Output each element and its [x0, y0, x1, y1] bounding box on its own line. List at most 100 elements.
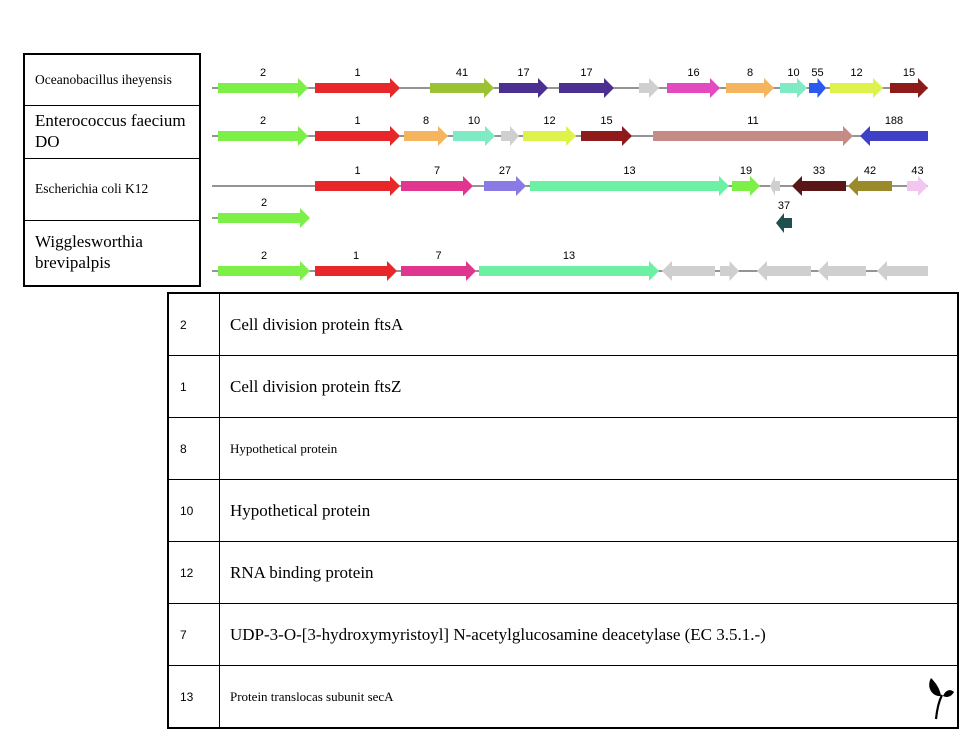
gene-arrow [667, 78, 720, 98]
gene-arrow [218, 126, 308, 146]
gene-arrow [315, 126, 400, 146]
organism-table: Oceanobacillus iheyensis Enterococcus fa… [23, 53, 201, 287]
gene-label: 12 [543, 115, 555, 127]
gene-arrow [653, 126, 853, 146]
sprout-icon [929, 678, 954, 720]
gene-label: 17 [580, 67, 592, 79]
gene-label: 16 [687, 67, 699, 79]
gene-description: Protein translocas subunit secA [219, 665, 959, 729]
organism-label: Escherichia coli K12 [23, 157, 201, 221]
gene-arrow [776, 213, 792, 233]
gene-description: Cell division protein ftsA [219, 292, 959, 356]
gene-number: 7 [167, 603, 220, 666]
gene-label: 2 [261, 250, 267, 262]
gene-arrow [453, 126, 495, 146]
gene-label: 27 [499, 165, 511, 177]
gene-label: 55 [811, 67, 823, 79]
gene-arrow [720, 261, 739, 281]
gene-arrow [401, 261, 476, 281]
gene-arrow [860, 126, 928, 146]
gene-arrow [315, 176, 400, 196]
gene-arrow [639, 78, 659, 98]
gene-arrow [315, 261, 397, 281]
gene-arrow [484, 176, 526, 196]
gene-arrow [770, 176, 780, 196]
gene-arrow [530, 176, 729, 196]
gene-description: Cell division protein ftsZ [219, 355, 959, 418]
gene-number: 12 [167, 541, 220, 604]
gene-number: 8 [167, 417, 220, 480]
gene-label: 13 [623, 165, 635, 177]
gene-arrow [830, 78, 883, 98]
gene-arrow [792, 176, 846, 196]
gene-label: 2 [260, 115, 266, 127]
gene-label: 17 [517, 67, 529, 79]
gene-description: Hypothetical protein [219, 479, 959, 542]
organism-label: Enterococcus faecium DO [23, 104, 201, 159]
gene-arrow [907, 176, 928, 196]
gene-label: 13 [563, 250, 575, 262]
gene-label: 15 [600, 115, 612, 127]
gene-number: 10 [167, 479, 220, 542]
gene-label: 7 [435, 250, 441, 262]
gene-arrow [581, 126, 632, 146]
gene-number: 2 [167, 292, 220, 356]
gene-arrow [809, 78, 826, 98]
gene-arrow [732, 176, 760, 196]
gene-label: 188 [885, 115, 903, 127]
gene-label: 10 [787, 67, 799, 79]
gene-number: 13 [167, 665, 220, 729]
gene-label: 43 [911, 165, 923, 177]
gene-label: 10 [468, 115, 480, 127]
gene-description: UDP-3-O-[3-hydroxymyristoyl] N-acetylglu… [219, 603, 959, 666]
gene-arrow [404, 126, 448, 146]
gene-arrow [479, 261, 659, 281]
gene-description: RNA binding protein [219, 541, 959, 604]
gene-arrow [726, 78, 774, 98]
gene-label: 8 [423, 115, 429, 127]
gene-label: 1 [353, 250, 359, 262]
gene-arrow [780, 78, 807, 98]
gene-arrow [430, 78, 494, 98]
gene-description: Hypothetical protein [219, 417, 959, 480]
gene-number: 1 [167, 355, 220, 418]
gene-arrow [890, 78, 928, 98]
gene-label: 2 [260, 67, 266, 79]
organism-label: Oceanobacillus iheyensis [23, 53, 201, 106]
gene-label: 1 [354, 67, 360, 79]
gene-arrow [523, 126, 576, 146]
gene-arrow [757, 261, 811, 281]
gene-label: 1 [354, 165, 360, 177]
gene-label: 2 [261, 197, 267, 209]
gene-arrow [559, 78, 614, 98]
gene-label: 15 [903, 67, 915, 79]
gene-arrow [218, 78, 308, 98]
gene-label: 11 [747, 115, 758, 127]
gene-label: 1 [354, 115, 360, 127]
gene-label: 37 [778, 200, 790, 212]
gene-label: 12 [850, 67, 862, 79]
gene-label: 41 [456, 67, 468, 79]
gene-arrow [315, 78, 400, 98]
gene-arrow [218, 208, 310, 228]
gene-arrow [848, 176, 892, 196]
gene-arrow [501, 126, 519, 146]
gene-label: 19 [740, 165, 752, 177]
gene-label: 33 [813, 165, 825, 177]
gene-label: 8 [747, 67, 753, 79]
gene-arrow [818, 261, 866, 281]
gene-arrow [877, 261, 928, 281]
gene-label: 7 [434, 165, 440, 177]
gene-arrow [401, 176, 473, 196]
gene-arrow [662, 261, 715, 281]
gene-arrow [218, 261, 310, 281]
